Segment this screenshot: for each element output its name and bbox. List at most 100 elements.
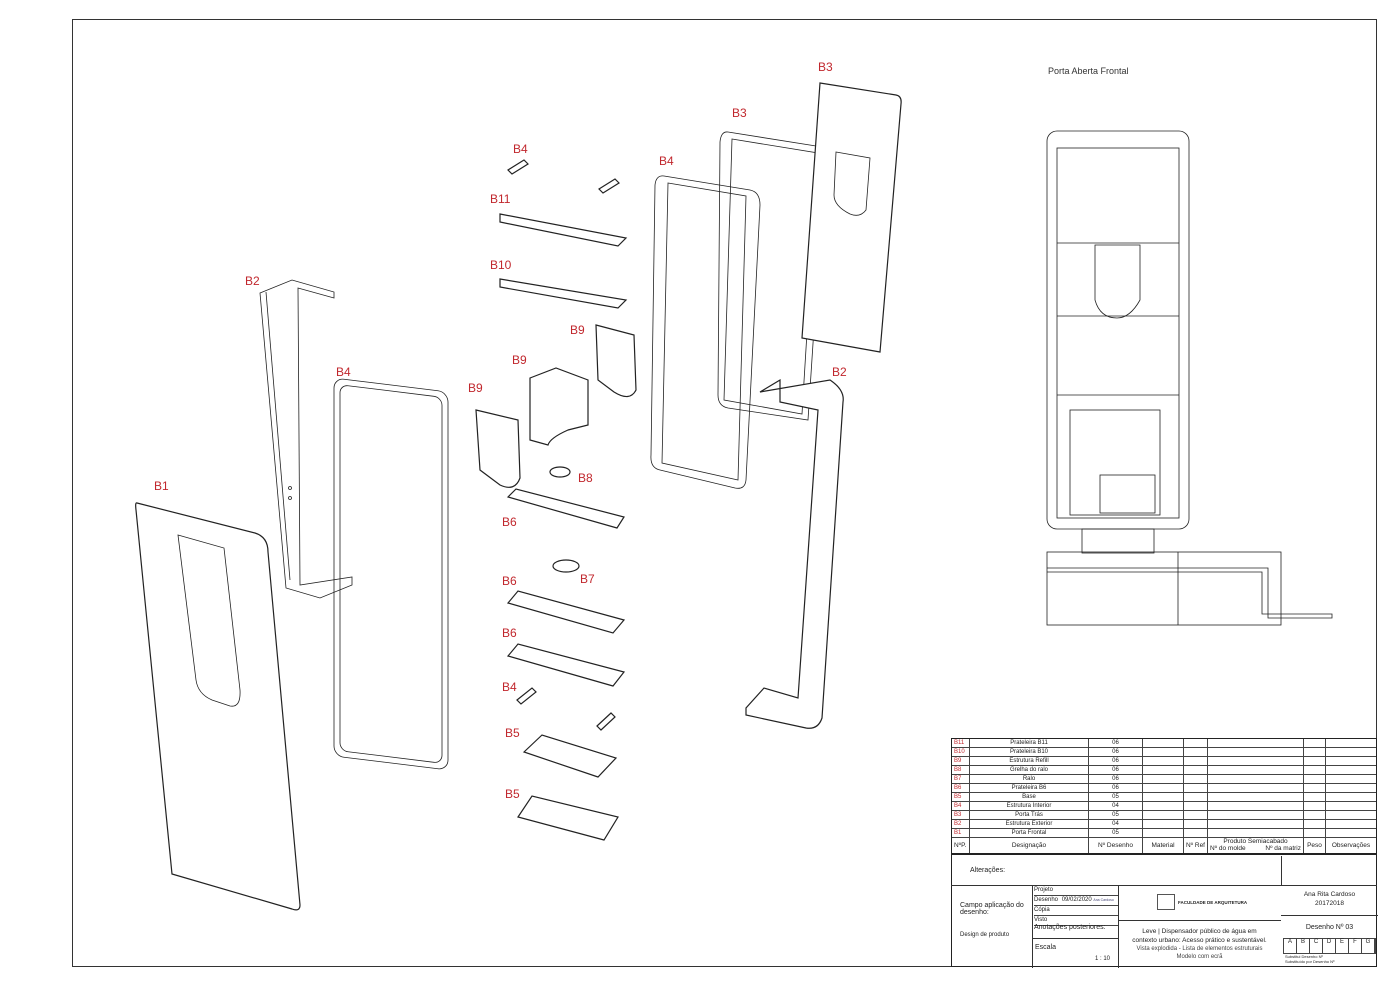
- cell-empty: [1304, 775, 1326, 783]
- cell-empty: [1208, 739, 1304, 747]
- label-b6-1: B6: [502, 515, 517, 529]
- cell-designacao: Grelha do ralo: [970, 766, 1089, 774]
- cell-designacao: Ralo: [970, 775, 1089, 783]
- cell-designacao: Estrutura Refill: [970, 757, 1089, 765]
- part-b1-front-door: [135, 502, 301, 911]
- label-b2-left: B2: [245, 274, 260, 288]
- label-b3-frame: B3: [732, 106, 747, 120]
- part-b11-shelf: [499, 213, 628, 247]
- cell-empty: [1143, 793, 1184, 801]
- cell-empty: [1326, 739, 1376, 747]
- label-b4-top: B4: [513, 142, 528, 156]
- label-b4-right: B4: [659, 154, 674, 168]
- header-material: Material: [1143, 838, 1184, 853]
- grid-cell: A: [1284, 939, 1297, 953]
- approval-grid: Projeto Desenho 09/02/2020 Ana Cardoso C…: [1034, 886, 1119, 926]
- campo-value: Design de produto: [960, 932, 1010, 938]
- cell-empty: [1184, 775, 1208, 783]
- label-b6-2: B6: [502, 574, 517, 588]
- cell-desenho: 06: [1089, 739, 1143, 747]
- header-obs: Observações: [1331, 842, 1371, 849]
- cell-empty: [1184, 820, 1208, 828]
- cell-desenho: 06: [1089, 757, 1143, 765]
- part-b6-shelf-2: [506, 590, 626, 634]
- cell-empty: [1208, 829, 1304, 837]
- cell-np: B11: [952, 739, 970, 747]
- cell-empty: [1143, 802, 1184, 810]
- cell-empty: [1143, 766, 1184, 774]
- cell-empty: [1184, 793, 1208, 801]
- label-b9-right: B9: [570, 323, 585, 337]
- cell-desenho: 06: [1089, 748, 1143, 756]
- cell-desenho: 06: [1089, 766, 1143, 774]
- cell-designacao: Porta Frontal: [970, 829, 1089, 837]
- drawing-frame: [72, 19, 1377, 967]
- cell-empty: [1208, 784, 1304, 792]
- cell-empty: [1208, 820, 1304, 828]
- label-b2-right: B2: [832, 365, 847, 379]
- cell-empty: [1208, 775, 1304, 783]
- cell-empty: [1304, 757, 1326, 765]
- header-peso: Peso: [1304, 838, 1326, 853]
- label-b4-bottom: B4: [502, 680, 517, 694]
- grid-cell: G: [1362, 939, 1375, 953]
- cell-empty: [1326, 748, 1376, 756]
- alteracoes-label: Alterações:: [970, 867, 1006, 874]
- substitui: Substitui Desenho Nº: [1285, 954, 1323, 959]
- cell-empty: [1304, 748, 1326, 756]
- label-b8: B8: [578, 471, 593, 485]
- cell-desenho: 04: [1089, 820, 1143, 828]
- cell-empty: [1184, 748, 1208, 756]
- cell-np: B4: [952, 802, 970, 810]
- drawing-number: Desenho Nº 03: [1305, 924, 1354, 931]
- cell-empty: [1184, 766, 1208, 774]
- cell-empty: [1326, 757, 1376, 765]
- cell-empty: [1326, 766, 1376, 774]
- label-b5-2: B5: [505, 787, 520, 801]
- cell-empty: [1304, 811, 1326, 819]
- cell-empty: [1208, 802, 1304, 810]
- anotacoes-label: Anotações posteriores:: [1034, 924, 1106, 931]
- grid-cell: E: [1336, 939, 1349, 953]
- cell-np: B3: [952, 811, 970, 819]
- cell-empty: [1326, 775, 1376, 783]
- label-b9-center: B9: [512, 353, 527, 367]
- cell-empty: [1143, 775, 1184, 783]
- cell-empty: [1304, 820, 1326, 828]
- label-b7: B7: [580, 572, 595, 586]
- cell-empty: [1304, 802, 1326, 810]
- cell-designacao: Prateleira B6: [970, 784, 1089, 792]
- grid-cell: B: [1297, 939, 1310, 953]
- cell-empty: [1143, 748, 1184, 756]
- cell-desenho: 06: [1089, 775, 1143, 783]
- header-molde: Nº do molde: [1210, 845, 1246, 852]
- parts-list-header: NºP. Designação Nº Desenho Material Nº R…: [952, 838, 1376, 855]
- part-b5-base-plate: [517, 795, 619, 841]
- grid-cell: D: [1323, 939, 1336, 953]
- cell-np: B6: [952, 784, 970, 792]
- cell-empty: [1326, 829, 1376, 837]
- cell-empty: [1184, 784, 1208, 792]
- cell-empty: [1304, 784, 1326, 792]
- part-b9-refill-left: [475, 409, 521, 488]
- part-b6-shelf-1: [506, 488, 625, 529]
- cell-empty: [1304, 829, 1326, 837]
- grid-cell: C: [1310, 939, 1323, 953]
- header-matriz: Nº da matriz: [1265, 845, 1301, 852]
- cell-np: B2: [952, 820, 970, 828]
- part-b4-interior-frame: [333, 378, 449, 770]
- header-ref: Nº Ref: [1184, 838, 1208, 853]
- cell-empty: [1326, 802, 1376, 810]
- part-b3-back-door: [801, 82, 902, 353]
- header-designacao: Designação: [970, 838, 1089, 853]
- faculty-logo-icon: [1157, 894, 1175, 910]
